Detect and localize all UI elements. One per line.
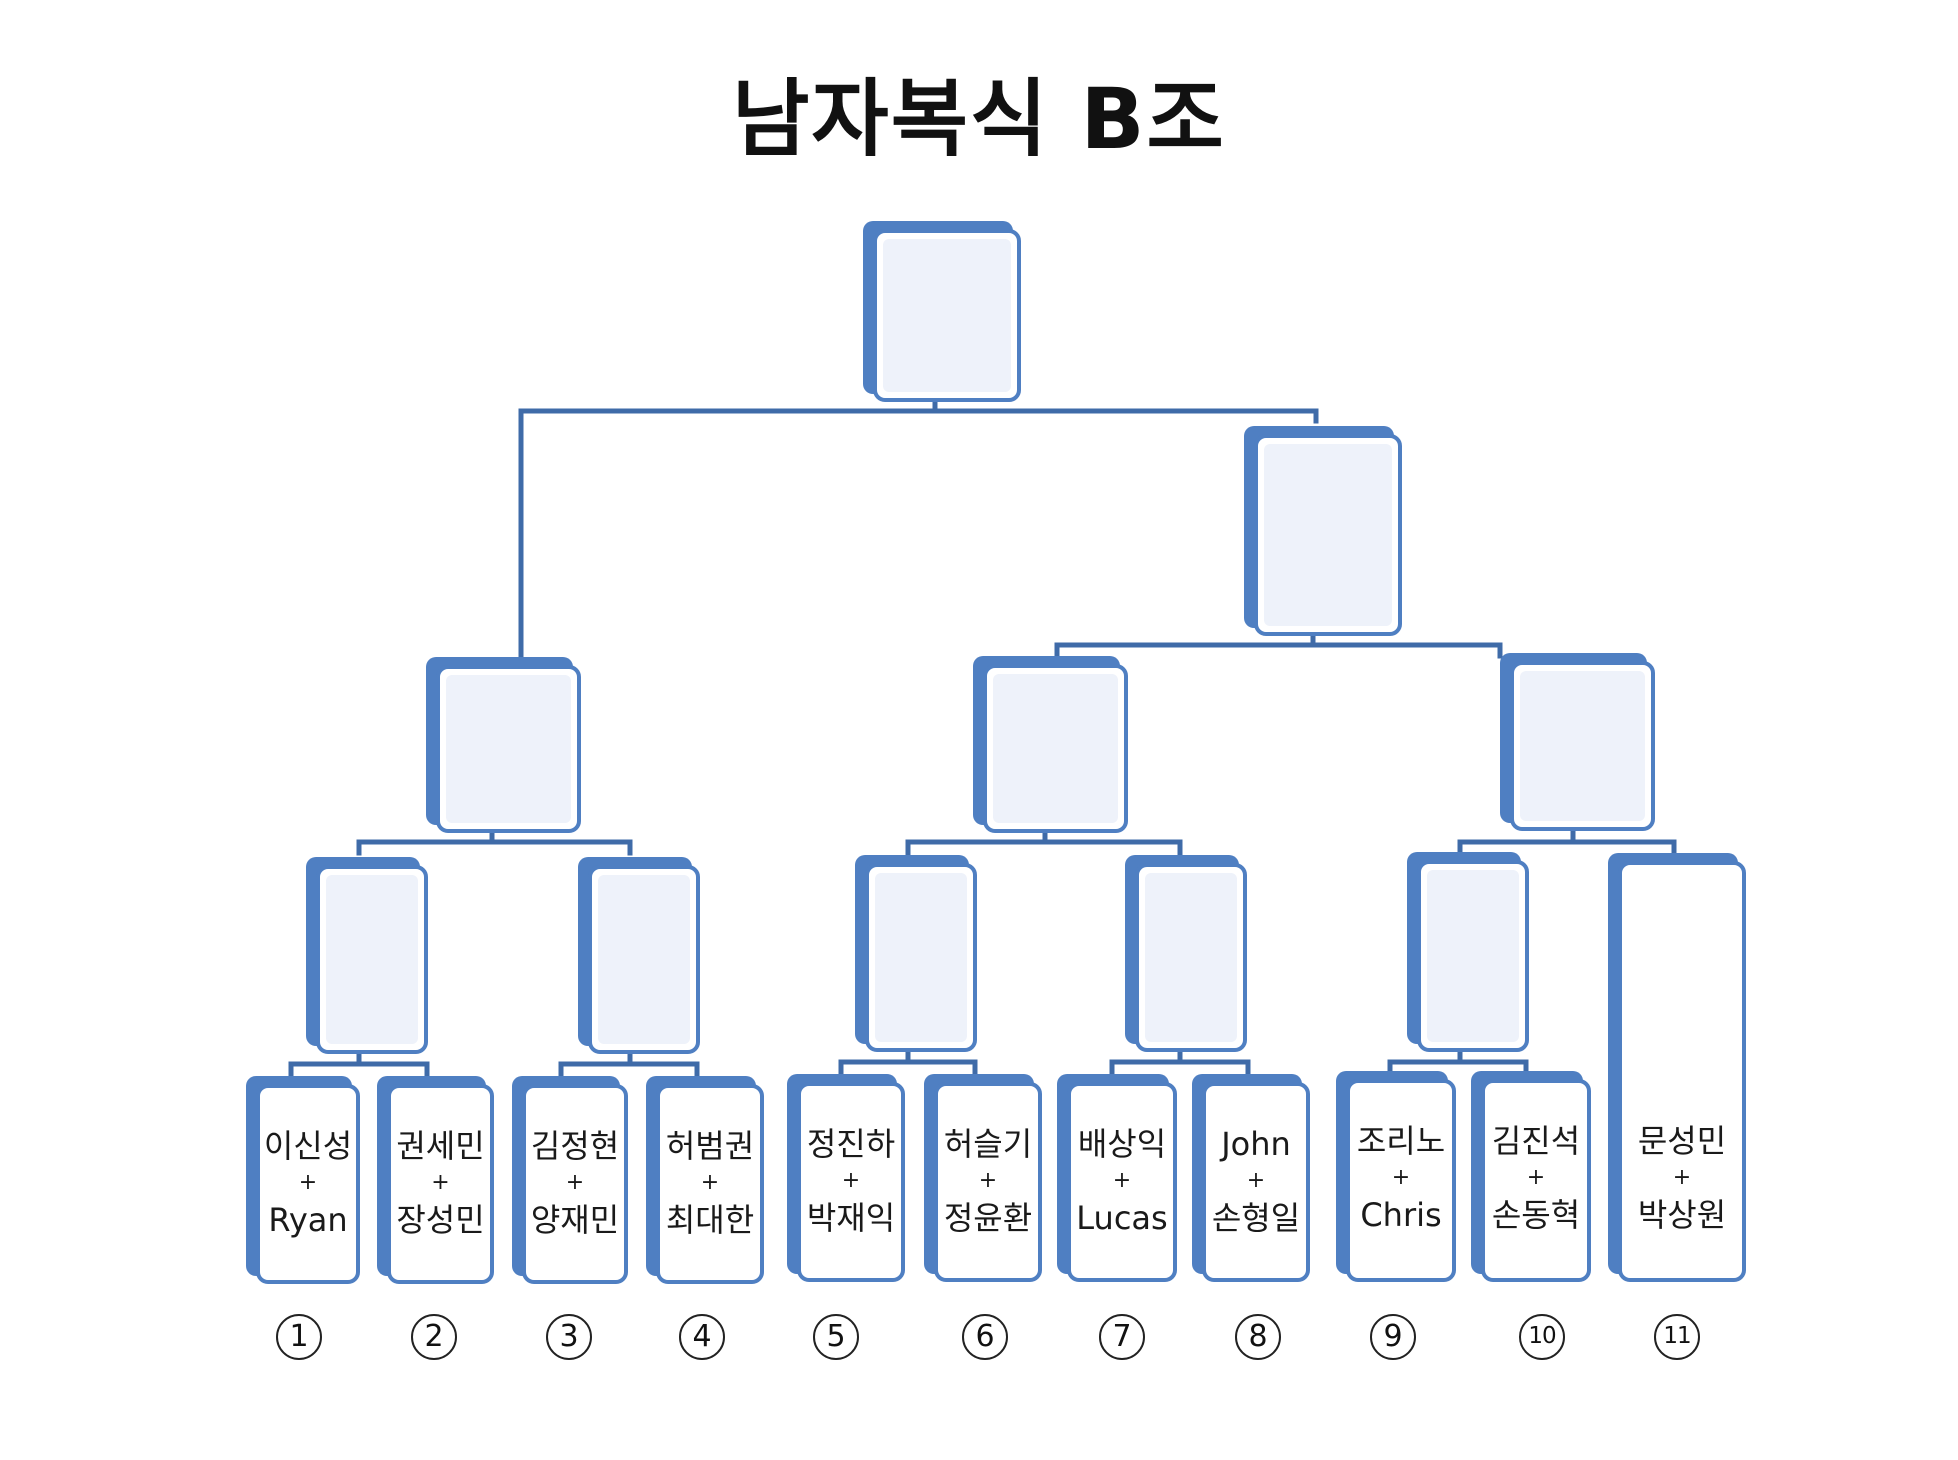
team-box-2: 권세민 + 장성민	[377, 1076, 494, 1284]
team-player1: 문성민	[1637, 1122, 1727, 1160]
team-player2: Ryan	[268, 1201, 348, 1239]
team-player1: 배상익	[1077, 1125, 1167, 1163]
team-box-6: 허슬기 + 정윤환	[924, 1074, 1042, 1282]
team-plus: +	[841, 1168, 861, 1193]
team-plus: +	[978, 1168, 998, 1193]
team-player2: 손형일	[1211, 1199, 1301, 1237]
team-box-11: 문성민 + 박상원	[1608, 853, 1746, 1282]
seed-number: 5	[813, 1314, 859, 1360]
connector-qf2	[905, 828, 1183, 856]
connector-r1-c	[838, 1047, 978, 1079]
seed-number: 11	[1654, 1314, 1700, 1360]
seed-number: 1	[276, 1314, 322, 1360]
semifinal-left-box	[426, 657, 581, 833]
team-box-5: 정진하 + 박재익	[787, 1074, 905, 1282]
team-player2: 최대한	[665, 1201, 755, 1239]
seed-number: 9	[1370, 1314, 1416, 1360]
round1-box-2	[578, 857, 700, 1054]
semifinal-right-box	[1244, 426, 1402, 636]
team-box-1: 이신성 + Ryan	[246, 1076, 360, 1284]
team-player1: 정진하	[806, 1125, 896, 1163]
seed-number: 8	[1235, 1314, 1281, 1360]
team-box-3: 김정현 + 양재민	[512, 1076, 628, 1284]
connector-semi-right	[1054, 630, 1503, 659]
team-player1: 허범권	[665, 1127, 755, 1165]
team-player1: 김정현	[530, 1127, 620, 1165]
team-plus: +	[1391, 1165, 1411, 1190]
final-box	[863, 221, 1021, 402]
seed-number: 7	[1099, 1314, 1145, 1360]
team-player1: 권세민	[396, 1127, 485, 1165]
team-plus: +	[700, 1170, 720, 1195]
team-player2: 손동혁	[1491, 1196, 1581, 1234]
round1-box-3	[855, 855, 977, 1052]
team-plus: +	[298, 1170, 318, 1195]
team-box-9: 조리노 + Chris	[1336, 1071, 1456, 1282]
quarterfinal-2-box	[973, 656, 1128, 833]
team-box-10: 김진석 + 손동혁	[1471, 1071, 1591, 1282]
team-player2: 정윤환	[943, 1199, 1033, 1237]
quarterfinal-3-box	[1500, 653, 1655, 831]
team-plus: +	[1672, 1165, 1692, 1190]
team-player1: John	[1221, 1125, 1291, 1163]
team-plus: +	[431, 1170, 450, 1195]
team-plus: +	[565, 1170, 585, 1195]
team-player1: 김진석	[1491, 1122, 1581, 1160]
round1-box-5	[1407, 852, 1529, 1052]
team-box-8: John + 손형일	[1192, 1074, 1310, 1282]
seed-number: 3	[546, 1314, 592, 1360]
team-player1: 허슬기	[943, 1125, 1033, 1163]
connector-final	[518, 397, 1319, 658]
team-plus: +	[1526, 1165, 1546, 1190]
connector-qf3	[1457, 826, 1677, 856]
seed-number: 6	[962, 1314, 1008, 1360]
team-player1: 조리노	[1356, 1122, 1446, 1160]
team-box-7: 배상익 + Lucas	[1057, 1074, 1177, 1282]
team-plus: +	[1112, 1168, 1132, 1193]
round1-box-1	[306, 857, 428, 1054]
team-player2: 박상원	[1637, 1196, 1727, 1234]
connector-r1-d	[1109, 1047, 1251, 1079]
connector-qf1	[356, 828, 633, 856]
team-player2: Lucas	[1076, 1199, 1168, 1237]
seed-number: 4	[679, 1314, 725, 1360]
round1-box-4	[1125, 855, 1247, 1052]
seed-number: 10	[1519, 1314, 1565, 1360]
team-player2: Chris	[1360, 1196, 1442, 1234]
seed-number: 2	[411, 1314, 457, 1360]
connector-r1-a	[288, 1049, 430, 1081]
connector-r1-b	[558, 1049, 700, 1081]
team-plus: +	[1246, 1168, 1266, 1193]
team-box-4: 허범권 + 최대한	[646, 1076, 764, 1284]
connector-r1-e	[1387, 1047, 1529, 1079]
bracket-title: 남자복식 B조	[732, 70, 1226, 168]
team-player2: 박재익	[806, 1199, 896, 1237]
team-player2: 양재민	[530, 1201, 620, 1239]
team-player1: 이신성	[263, 1127, 353, 1165]
team-player2: 장성민	[396, 1201, 485, 1239]
